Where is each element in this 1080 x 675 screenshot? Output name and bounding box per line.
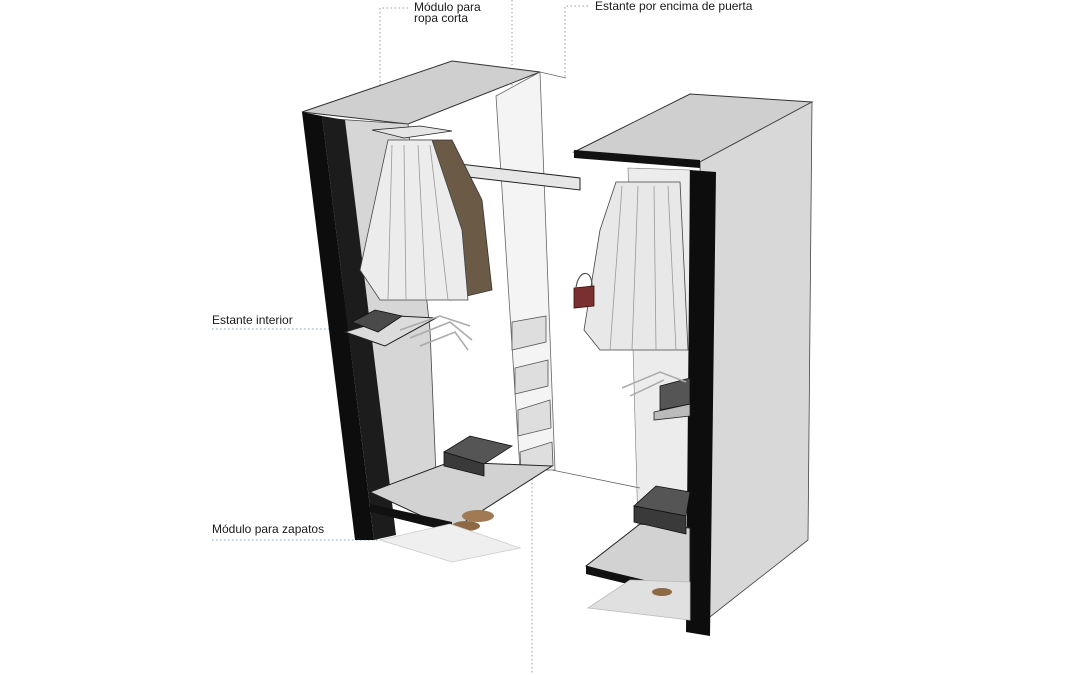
right-hangers: [621, 371, 687, 397]
upper-rail: [371, 125, 453, 139]
leader-over-door: [564, 5, 588, 78]
bottom-shelf-edge: [370, 504, 452, 532]
label-over-door-shelf: Estante por encima de puerta: [595, 0, 753, 13]
top-shelf-edge: [574, 150, 700, 168]
skirt-folds: [387, 144, 449, 301]
right-module: [572, 93, 814, 636]
label-short-clothes-line1: Módulo para: [414, 0, 481, 14]
left-black-side-panel: [302, 112, 374, 540]
shoe-box-side: [443, 451, 485, 477]
gray-skirt-right: [583, 181, 689, 351]
label-shoe-module: Módulo para zapatos: [212, 522, 325, 536]
label-short-clothes-line2: ropa corta: [414, 11, 469, 25]
left-module: [301, 60, 581, 563]
hangers: [399, 315, 473, 351]
door-opening: [539, 71, 641, 489]
shoes: [462, 510, 494, 522]
floor-left: [378, 523, 522, 563]
right-box-upper: [659, 377, 691, 411]
right-shoe-box-side: [633, 505, 687, 535]
leader-short-clothes: [379, 7, 408, 122]
ladder-shelf-1: [511, 315, 547, 351]
label-interior-shelf: Estante interior: [212, 313, 293, 327]
leader-lines: [212, 0, 588, 675]
interior-box: [351, 309, 404, 333]
ladder-shelf-2: [514, 359, 549, 395]
handbag: [573, 285, 595, 309]
floor-right: [586, 579, 691, 621]
right-shoes: [652, 588, 672, 596]
right-side-panel: [699, 101, 813, 621]
skirt-folds-right: [609, 185, 677, 351]
ladder-shelf-3: [517, 399, 552, 437]
handbag-strap: [575, 272, 593, 289]
right-black-front-panel: [686, 170, 716, 636]
gray-skirt-left: [359, 139, 469, 301]
